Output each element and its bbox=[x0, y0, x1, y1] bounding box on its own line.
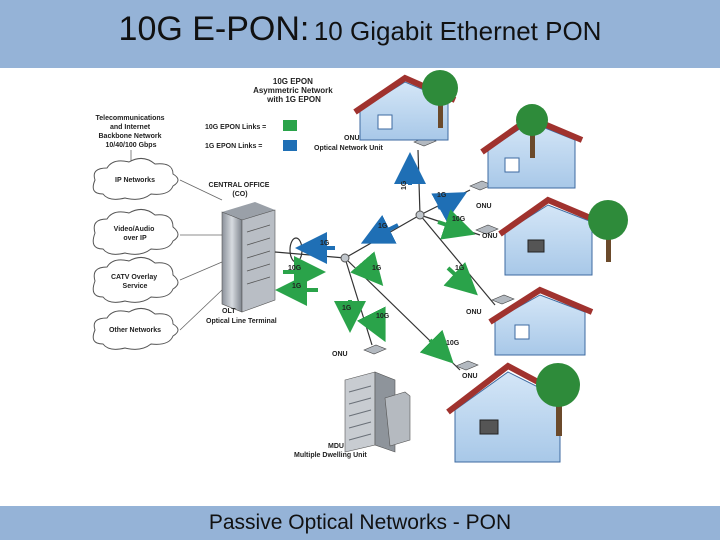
label-10g-c: 10G bbox=[452, 216, 466, 223]
cloud-video-audio: Video/Audio over IP bbox=[92, 209, 179, 255]
title-sub: 10 Gigabit Ethernet PON bbox=[313, 16, 602, 46]
legend-1g-swatch bbox=[283, 140, 297, 151]
mdu-label: MDU Multiple Dwelling Unit bbox=[294, 443, 367, 459]
footer-caption: Passive Optical Networks - PON bbox=[208, 511, 512, 534]
onu-label: ONU bbox=[466, 309, 482, 316]
link-10g-i bbox=[419, 329, 454, 364]
label-10g-olt: 10G bbox=[288, 265, 302, 272]
label-10g-h: 10G bbox=[376, 313, 390, 320]
label-1g-g: 1G bbox=[342, 305, 352, 312]
onu-device-icon bbox=[491, 294, 515, 305]
cloud-other-networks: Other Networks bbox=[92, 308, 179, 350]
label-1g-olt: 1G bbox=[320, 240, 330, 247]
label-1g-a: 1G bbox=[401, 180, 408, 190]
olt-rack-icon bbox=[221, 202, 276, 313]
onu-label: ONU bbox=[482, 233, 498, 240]
splitter-2-icon bbox=[415, 210, 425, 220]
link-1g-d bbox=[360, 214, 399, 244]
cloud-connectors bbox=[130, 150, 223, 331]
onu-device-icon bbox=[455, 360, 479, 371]
diagram-heading: 10G EPON Asymmetric Network with 1G EPON bbox=[253, 77, 335, 104]
cloud-ip-networks: IP Networks bbox=[92, 158, 179, 200]
link-10g-h bbox=[356, 306, 386, 343]
tree-icon bbox=[422, 70, 458, 128]
splitter-1-icon bbox=[340, 253, 350, 263]
link-1g-e bbox=[443, 261, 478, 296]
page-title: 10G E-PON: 10 Gigabit Ethernet PON bbox=[0, 10, 720, 49]
svg-text:Other Networks: Other Networks bbox=[109, 327, 161, 334]
svg-text:CATV Overlay Service: CATV Overlay Service bbox=[111, 274, 159, 290]
backbone-label: Telecommunications and Internet Backbone… bbox=[95, 115, 166, 149]
label-1g-f: 1G bbox=[372, 265, 382, 272]
link-1g-f bbox=[350, 251, 384, 287]
label-1g-e: 1G bbox=[455, 265, 465, 272]
onu-label: ONU bbox=[476, 203, 492, 210]
olt-label: OLT Optical Line Terminal bbox=[206, 308, 277, 325]
house-icon bbox=[498, 196, 602, 276]
cloud-catv-overlay: CATV Overlay Service bbox=[92, 257, 179, 303]
onu-top-label: ONU Optical Network Unit bbox=[314, 135, 384, 152]
label-10g-i: 10G bbox=[446, 340, 460, 347]
legend-1g-label: 1G EPON Links = bbox=[205, 143, 262, 150]
fiber-coil bbox=[289, 237, 303, 263]
link-1g-b bbox=[431, 192, 468, 222]
onu-label: ONU bbox=[332, 351, 348, 358]
tree-icon bbox=[588, 200, 628, 262]
link-10g-c bbox=[437, 209, 476, 240]
label-1g-up: 1G bbox=[292, 283, 302, 290]
feeder-fiber bbox=[274, 251, 346, 259]
co-label: CENTRAL OFFICE (CO) bbox=[209, 182, 272, 198]
footer-bar bbox=[0, 506, 720, 540]
drop-fibers bbox=[344, 149, 496, 371]
label-1g-b: 1G bbox=[437, 192, 447, 199]
legend-10g-swatch bbox=[283, 120, 297, 131]
onu-label: ONU bbox=[462, 373, 478, 380]
label-1g-d: 1G bbox=[378, 223, 388, 230]
onu-device-icon bbox=[363, 344, 387, 355]
title-bar bbox=[0, 0, 720, 68]
onu-device-icon bbox=[475, 224, 499, 235]
epon-network-diagram: 10G EPON Asymmetric Network with 1G EPON… bbox=[92, 70, 628, 463]
tree-icon bbox=[536, 363, 580, 436]
svg-text:Video/Audio over IP: Video/Audio over IP bbox=[114, 226, 157, 242]
mdu-building-icon bbox=[344, 371, 411, 453]
house-icon bbox=[488, 286, 594, 356]
title-main: 10G E-PON: bbox=[118, 10, 310, 48]
legend-10g-label: 10G EPON Links = bbox=[205, 124, 266, 131]
svg-text:IP Networks: IP Networks bbox=[115, 177, 155, 184]
tree-icon bbox=[516, 104, 548, 158]
